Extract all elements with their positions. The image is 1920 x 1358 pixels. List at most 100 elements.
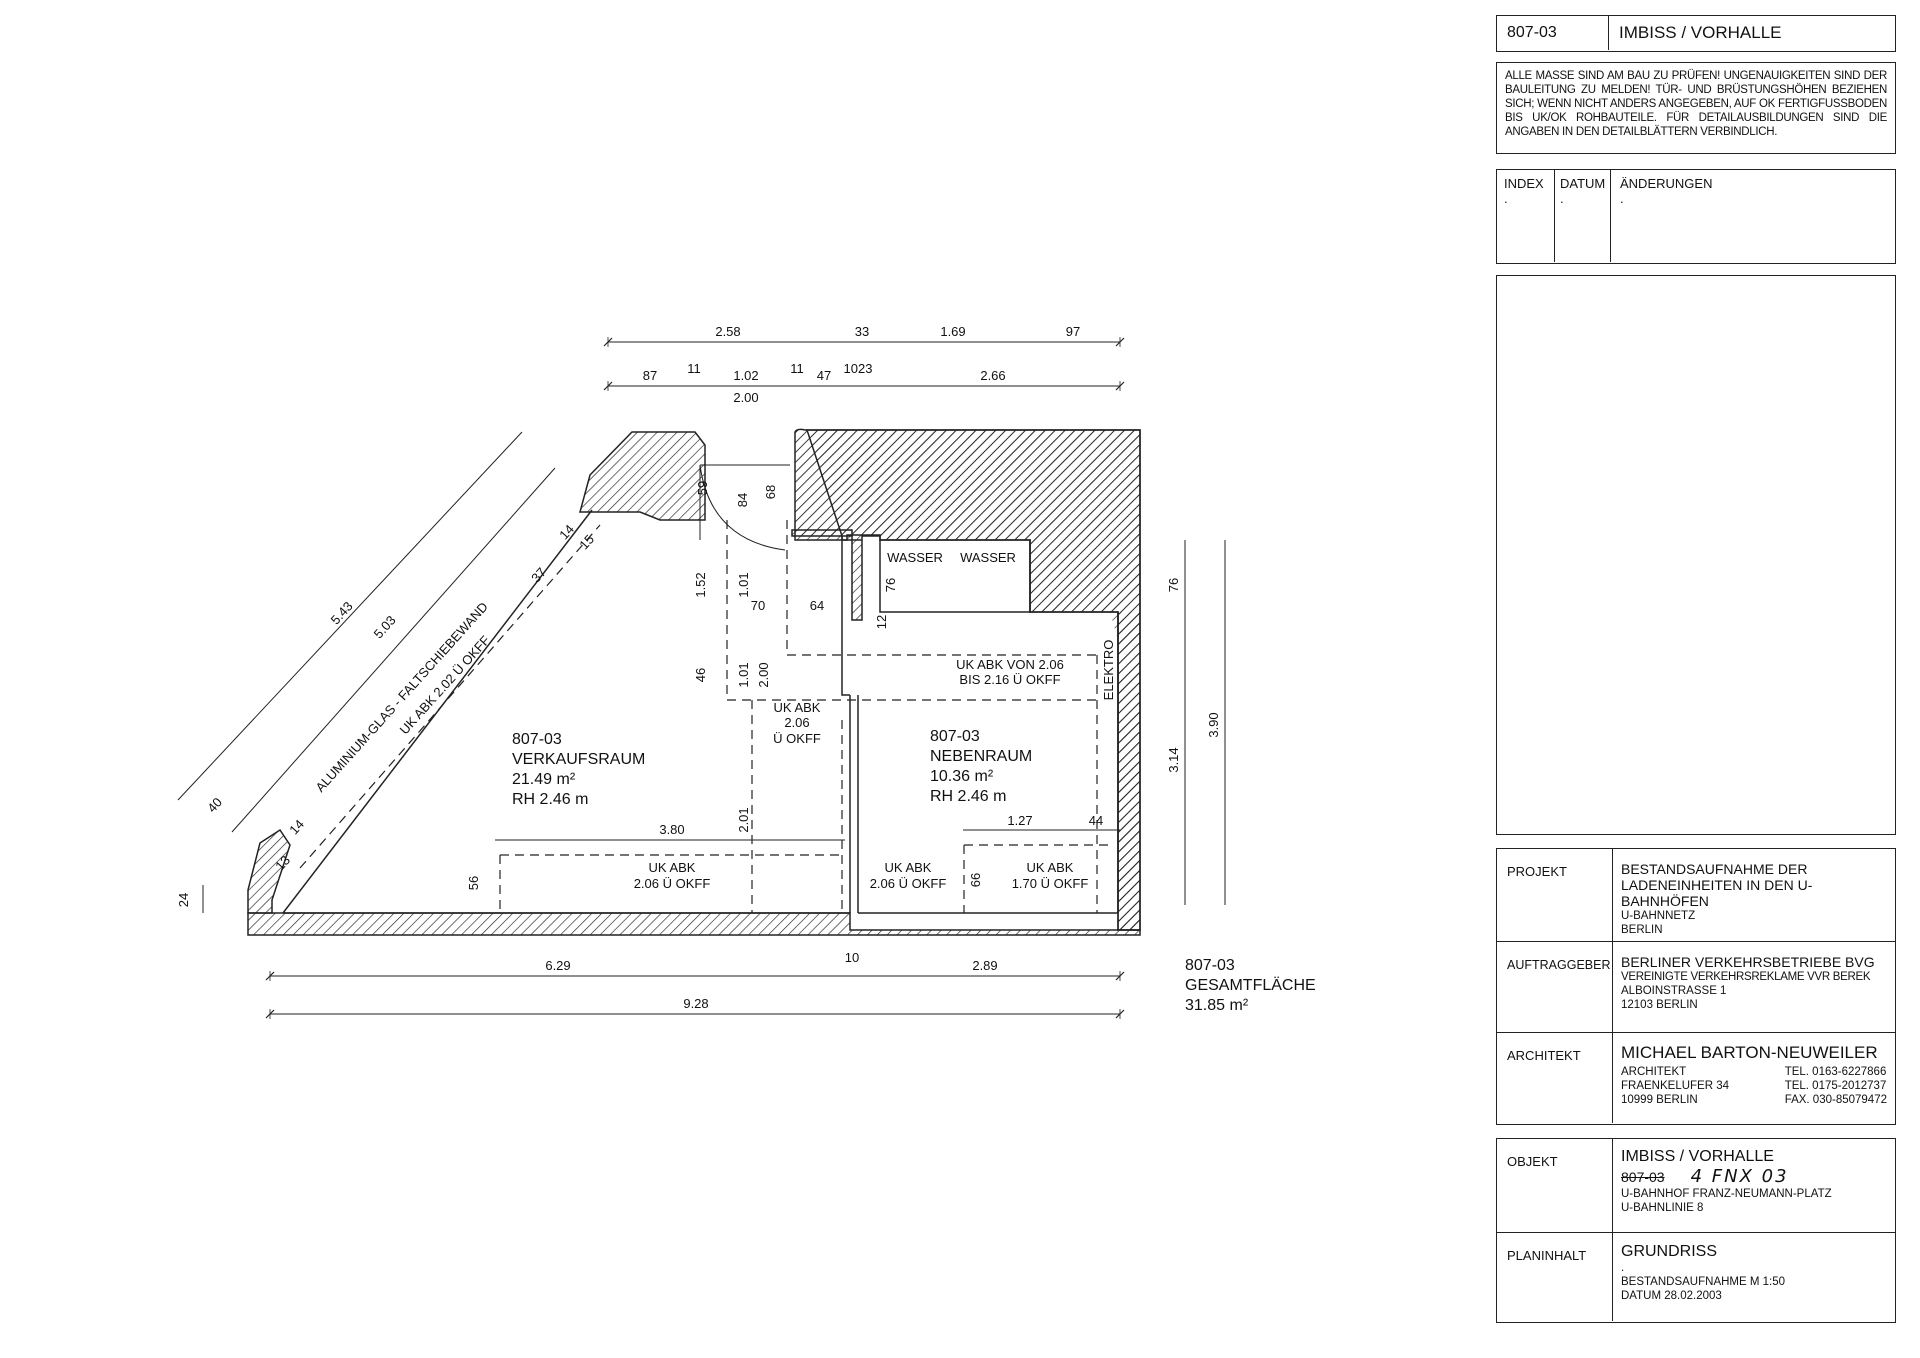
header-code: 807-03 (1507, 24, 1557, 41)
dim-int-9: 64 (810, 598, 824, 613)
total-label: GESAMTFLÄCHE (1185, 976, 1316, 994)
dim-bottom1-1: 10 (845, 950, 859, 965)
wall-bottom (247, 912, 1141, 936)
room-name: VERKAUFSRAUM (512, 751, 645, 768)
planinhalt-label: PLANINHALT (1507, 1248, 1587, 1263)
revision-index-value: . (1504, 191, 1508, 206)
dim-diag-1: 5.03 (371, 613, 399, 642)
revision-datum-col: DATUM . (1555, 170, 1611, 262)
dim-int-10: 76 (883, 578, 898, 592)
label-uk-von-1: UK ABK VON 2.06 (956, 657, 1064, 672)
dim-int-7: 2.00 (756, 662, 771, 687)
walls (247, 428, 1141, 936)
dim-top2-sub: 2.00 (733, 390, 758, 405)
dimension-texts: 2.58 33 1.69 97 87 11 1.02 11 47 1023 2.… (176, 324, 1221, 1011)
label-uk-mid-2: 2.06 (784, 715, 809, 730)
projekt-label: PROJEKT (1507, 864, 1567, 879)
stamp-box (1496, 275, 1896, 835)
label-uk-a1: UK ABK (649, 860, 696, 875)
objekt-line-2: U-BAHNLINIE 8 (1621, 1202, 1704, 1214)
planinhalt-title: GRUNDRISS (1621, 1243, 1718, 1260)
revision-datum-label: DATUM (1560, 176, 1606, 191)
objekt-label: OBJEKT (1507, 1154, 1558, 1169)
revision-changes-col: ÄNDERUNGEN . (1611, 170, 1895, 262)
header-title-cell: IMBISS / VORHALLE (1609, 16, 1895, 50)
label-elektro: ELEKTRO (1101, 640, 1116, 701)
planinhalt-line-2: DATUM 28.02.2003 (1621, 1290, 1722, 1302)
label-uk-c1: UK ABK (1027, 860, 1074, 875)
floor-plan: 2.58 33 1.69 97 87 11 1.02 11 47 1023 2.… (176, 324, 1316, 1019)
room-verkaufsraum: 807-03 VERKAUFSRAUM 21.49 m² RH 2.46 m (512, 731, 645, 808)
room-code: 807-03 (930, 728, 980, 745)
revision-box: INDEX . DATUM . ÄNDERUNGEN . (1496, 169, 1896, 264)
planinhalt-value-cell: GRUNDRISS . BESTANDSAUFNAHME M 1:50 DATU… (1613, 1233, 1895, 1321)
planinhalt-line-1: BESTANDSAUFNAHME M 1:50 (1621, 1276, 1786, 1288)
dim-int-5: 46 (693, 668, 708, 682)
label-wasser-1: WASSER (887, 550, 943, 565)
objekt-handwritten-code: 4 FNX 03 (1690, 1166, 1789, 1187)
dim-top2-4: 47 (817, 368, 831, 383)
auftraggeber-label: AUFTRAGGEBER (1507, 958, 1611, 972)
dim-top1-3: 97 (1066, 324, 1080, 339)
room-height: RH 2.46 m (512, 791, 588, 808)
dim-int-6: 1.01 (736, 662, 751, 687)
dim-int-3: 1.52 (693, 572, 708, 597)
revision-datum-value: . (1560, 191, 1564, 206)
revision-index-label: INDEX (1504, 176, 1544, 191)
architekt-right-1: TEL. 0163-6227866 (1784, 1066, 1887, 1078)
dim-diag-6: 14 (286, 817, 307, 838)
auftraggeber-line-4: 12103 BERLIN (1621, 999, 1698, 1011)
room-outlines (282, 509, 1119, 914)
dim-top2-1: 11 (687, 361, 701, 376)
dim-int-15: 1.27 (1007, 813, 1032, 828)
dim-diag-0: 5.43 (328, 599, 356, 628)
dim-int-2: 68 (763, 485, 778, 499)
label-uk-von-2: BIS 2.16 Ü OKFF (959, 672, 1060, 687)
dim-int-0: 59 (695, 481, 710, 495)
projekt-label-cell: PROJEKT (1497, 849, 1613, 942)
objekt-old-code: 807-03 (1621, 1169, 1665, 1185)
revision-changes-label: ÄNDERUNGEN (1620, 176, 1713, 191)
projekt-line-4: BERLIN (1621, 924, 1663, 936)
architekt-left-2: FRAENKELUFER 34 (1621, 1080, 1730, 1092)
dim-top2-3: 11 (790, 361, 804, 376)
planinhalt-dot: . (1621, 1262, 1625, 1274)
auftraggeber-line-2: VEREINIGTE VERKEHRSREKLAME VVR BEREK (1621, 971, 1871, 983)
dim-int-8: 70 (751, 598, 765, 613)
architekt-right-2: TEL. 0175-2012737 (1784, 1080, 1887, 1092)
revision-changes-value: . (1620, 191, 1624, 206)
dim-top1-0: 2.58 (715, 324, 740, 339)
auftraggeber-label-cell: AUFTRAGGEBER (1497, 942, 1613, 1033)
dim-int-11: 12 (874, 615, 889, 629)
dim-bottom2: 9.28 (683, 996, 708, 1011)
dim-right-0: 76 (1166, 578, 1181, 592)
notice-text: ALLE MASSE SIND AM BAU ZU PRÜFEN! UNGENA… (1505, 70, 1887, 138)
room-area: 21.49 m² (512, 771, 576, 788)
architekt-left-3: 10999 BERLIN (1621, 1094, 1698, 1106)
revision-index-col: INDEX . (1497, 170, 1555, 262)
dim-bottom1-2: 2.89 (972, 958, 997, 973)
label-uk-b2: 2.06 Ü OKFF (870, 876, 947, 891)
total-area: 807-03 GESAMTFLÄCHE 31.85 m² (1185, 957, 1316, 1014)
dim-right-2: 3.90 (1206, 712, 1221, 737)
dim-top2-5: 1023 (844, 361, 873, 376)
dim-int-4: 1.01 (736, 572, 751, 597)
label-uk-mid-3: Ü OKFF (773, 731, 821, 746)
room-code: 807-03 (512, 731, 562, 748)
dim-diag-3: 37 (528, 565, 549, 586)
label-uk-c2: 1.70 Ü OKFF (1012, 876, 1089, 891)
auftraggeber-line-1: BERLINER VERKEHRSBETRIEBE BVG (1621, 954, 1875, 970)
projekt-line-2: LADENEINHEITEN IN DEN U-BAHNHÖFEN (1621, 877, 1813, 909)
dimension-lines (177, 337, 1226, 1019)
label-uk-a2: 2.06 Ü OKFF (634, 876, 711, 891)
room-area: 10.36 m² (930, 768, 994, 785)
door-swing (699, 464, 790, 551)
dim-int-14: 56 (466, 876, 481, 890)
dim-int-1: 84 (735, 493, 750, 507)
auftraggeber-value-cell: BERLINER VERKEHRSBETRIEBE BVG VEREINIGTE… (1613, 942, 1895, 1033)
dim-diag-2: 40 (204, 795, 225, 816)
wall-door-left (579, 431, 706, 521)
objekt-value-cell: IMBISS / VORHALLE 807-03 4 FNX 03 U-BAHN… (1613, 1139, 1895, 1233)
dim-top1-1: 33 (855, 324, 869, 339)
architekt-label-cell: ARCHITEKT (1497, 1033, 1613, 1123)
